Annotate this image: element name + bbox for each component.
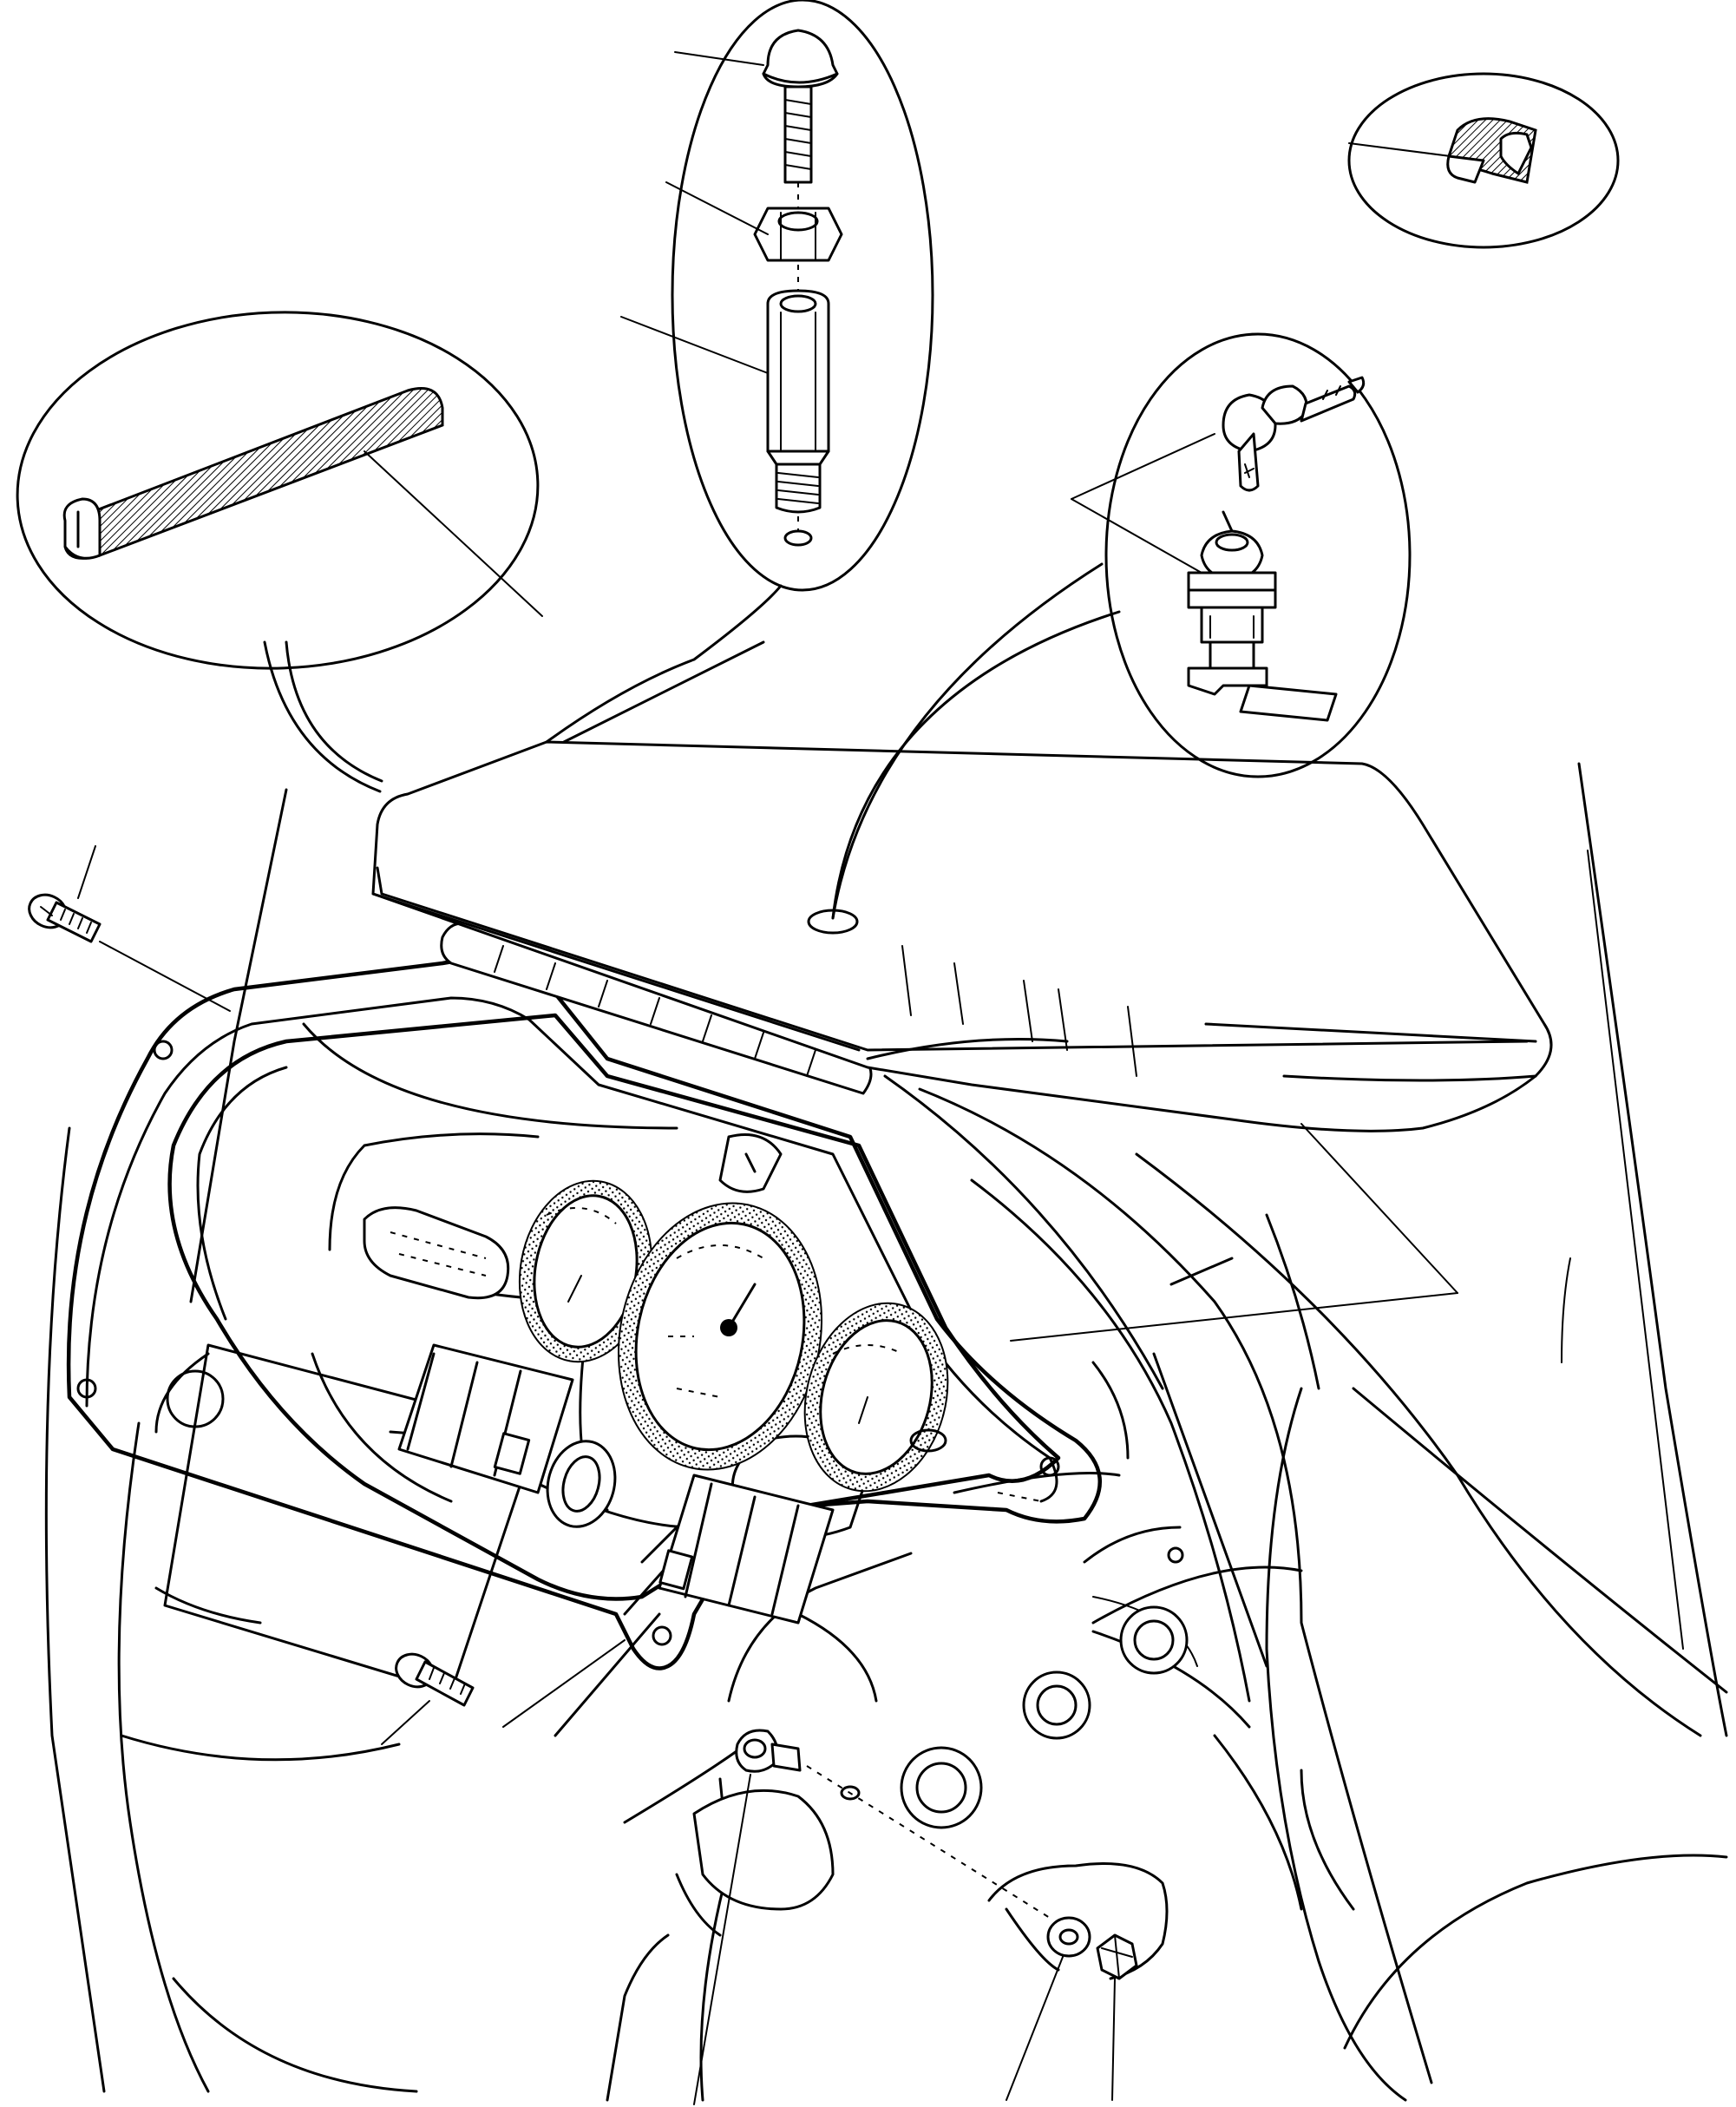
corner-trim-detail (1347, 72, 1620, 249)
instrument-panel-housing (66, 958, 1103, 1671)
screw-left (28, 893, 102, 943)
washer (1046, 1916, 1091, 1958)
instrument-panel-cover (371, 740, 1553, 1132)
screw-bracket (735, 1729, 802, 1773)
callout-connectors (263, 562, 1121, 920)
spacer-detail (671, 0, 934, 592)
screw-lower (395, 1652, 475, 1707)
nut (1096, 1933, 1138, 1980)
instrument-cluster (363, 1179, 1042, 1625)
leader-lines (77, 51, 1684, 2105)
lock-detail (1104, 332, 1412, 778)
hinge (440, 922, 873, 1095)
edge-trim-detail (16, 311, 543, 670)
hardware (28, 893, 1138, 1980)
